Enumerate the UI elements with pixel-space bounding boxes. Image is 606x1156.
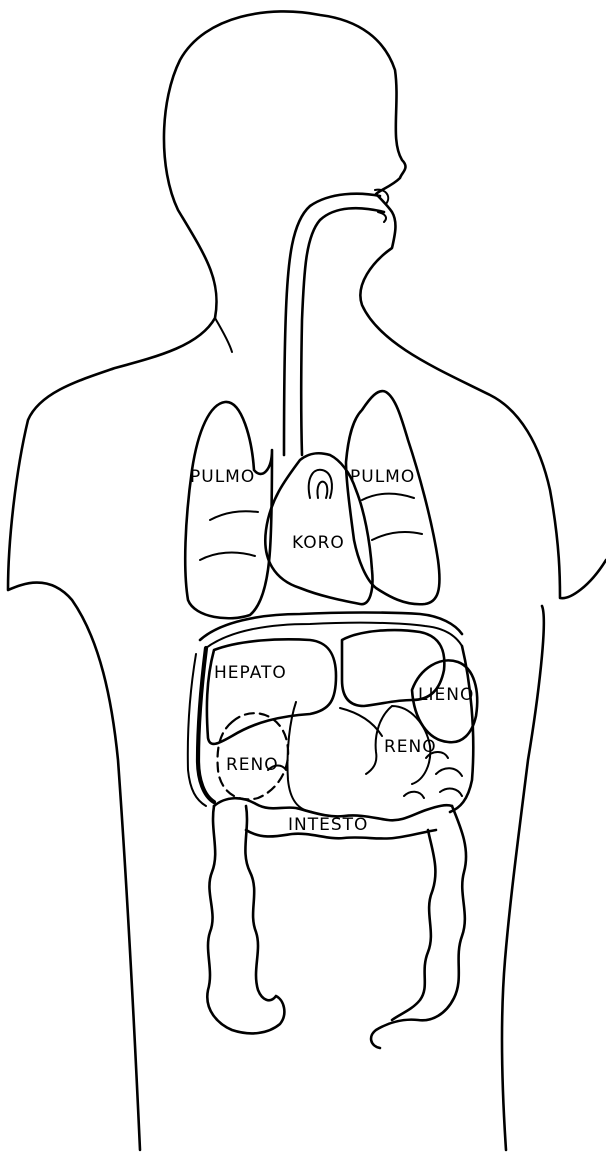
label-lung-left: PULMO [350, 467, 415, 487]
lung-left-fissure-2 [372, 532, 422, 540]
label-intestine: INTESTO [288, 815, 368, 835]
label-kidney-left: RENO [384, 737, 437, 757]
colon-ascending [207, 806, 284, 1033]
label-lung-right: PULMO [190, 467, 255, 487]
label-kidney-right: RENO [226, 755, 279, 775]
lung-right-fissure-2 [200, 553, 255, 560]
lung-right-shape [185, 402, 272, 618]
heart-aortic-arch [309, 470, 332, 498]
body-outline [8, 11, 606, 1150]
colon-haustra [404, 752, 462, 798]
diaphragm-inner [206, 623, 462, 648]
neck-left [215, 318, 232, 352]
body-right-side [502, 606, 544, 1150]
label-liver: HEPATO [214, 663, 287, 683]
mesentery-outline [287, 702, 382, 812]
lung-right-fissure-1 [210, 511, 258, 520]
trachea-outer [284, 194, 380, 455]
label-spleen: LIENO [418, 685, 474, 705]
label-heart: KORO [292, 533, 345, 553]
lung-left-fissure-1 [362, 494, 414, 500]
trachea-inner [301, 208, 384, 455]
colon-descending [371, 806, 466, 1048]
